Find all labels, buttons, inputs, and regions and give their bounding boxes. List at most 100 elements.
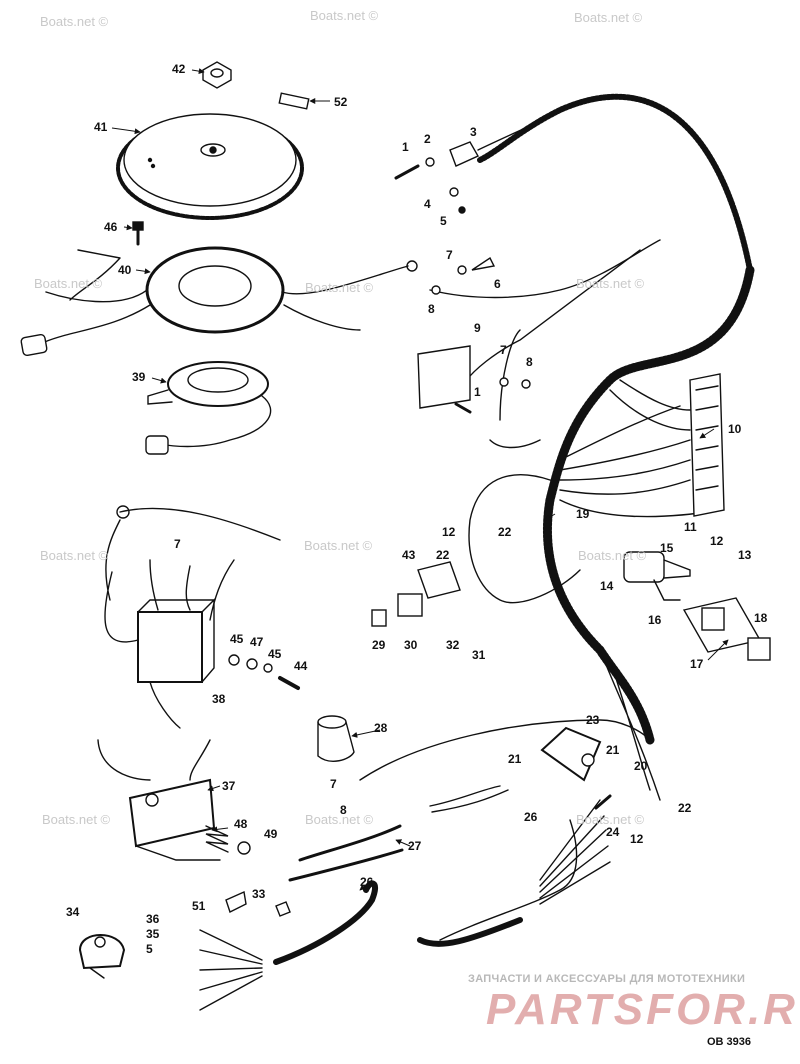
callout: 36 bbox=[146, 912, 160, 926]
callout: 44 bbox=[294, 659, 308, 673]
horn bbox=[78, 934, 126, 979]
callout: 34 bbox=[66, 905, 80, 919]
callout: 7 bbox=[446, 248, 453, 262]
switch bbox=[449, 141, 479, 167]
callout: 19 bbox=[576, 507, 590, 521]
callout: 38 bbox=[212, 692, 226, 706]
switch-box bbox=[97, 739, 221, 861]
callout: 22 bbox=[678, 801, 692, 815]
rectifier bbox=[417, 345, 471, 409]
callout: 27 bbox=[408, 839, 422, 853]
callout: 13 bbox=[738, 548, 752, 562]
timer-base bbox=[145, 361, 272, 455]
callout: 30 bbox=[404, 638, 418, 652]
watermark: Boats.net © bbox=[574, 10, 643, 25]
footer-logo: PARTSFOR.RU bbox=[486, 985, 800, 1034]
footer-tagline: ЗАПЧАСТИ И АКСЕССУАРЫ ДЛЯ МОТОТЕХНИКИ bbox=[468, 973, 746, 985]
watermark: Boats.net © bbox=[304, 538, 373, 553]
watermark: Boats.net © bbox=[305, 280, 374, 295]
watermark: Boats.net © bbox=[310, 8, 379, 23]
ignition-switch bbox=[623, 551, 691, 601]
main-harness bbox=[477, 93, 753, 273]
flywheel bbox=[116, 113, 304, 220]
power-pack bbox=[104, 505, 281, 729]
battery-cable bbox=[298, 824, 402, 862]
watermark: Boats.net © bbox=[578, 548, 647, 563]
callout: 12 bbox=[442, 525, 456, 539]
callout: 3 bbox=[470, 125, 477, 139]
callout: 1 bbox=[474, 385, 481, 399]
callout: 8 bbox=[428, 302, 435, 316]
callout: 29 bbox=[372, 638, 386, 652]
callout: 4 bbox=[424, 197, 431, 211]
bracket bbox=[417, 561, 461, 599]
callout: 6 bbox=[494, 277, 501, 291]
callout: 31 bbox=[472, 648, 486, 662]
terminal-block bbox=[689, 373, 725, 517]
callout: 22 bbox=[498, 525, 512, 539]
callout: 45 bbox=[230, 632, 244, 646]
callout: 7 bbox=[174, 537, 181, 551]
callout: 28 bbox=[374, 721, 388, 735]
callout: 35 bbox=[146, 927, 160, 941]
callout: 11 bbox=[684, 520, 697, 534]
stator-screw bbox=[132, 221, 144, 246]
callout: 51 bbox=[192, 899, 206, 913]
lower-harness bbox=[273, 880, 378, 965]
ignition-coil bbox=[317, 715, 651, 781]
diagram-code: OB 3936 bbox=[707, 1036, 752, 1048]
callout: 46 bbox=[104, 220, 118, 234]
callout: 39 bbox=[132, 370, 146, 384]
callout: 17 bbox=[690, 657, 704, 671]
flywheel-key bbox=[278, 92, 310, 110]
callout: 14 bbox=[600, 579, 614, 593]
callout: 12 bbox=[710, 534, 724, 548]
callout: 7 bbox=[330, 777, 337, 791]
watermark: Boats.net © bbox=[576, 812, 645, 827]
callout: 5 bbox=[440, 214, 447, 228]
callout: 32 bbox=[446, 638, 460, 652]
spring bbox=[205, 825, 229, 853]
callout: 43 bbox=[402, 548, 416, 562]
callout: 9 bbox=[474, 321, 481, 335]
callout: 1 bbox=[402, 140, 409, 154]
watermark: Boats.net © bbox=[305, 812, 374, 827]
watermark: Boats.net © bbox=[40, 548, 109, 563]
callout: 8 bbox=[526, 355, 533, 369]
callout: 2 bbox=[424, 132, 431, 146]
stator bbox=[20, 246, 418, 357]
callout: 26 bbox=[524, 810, 538, 824]
callout: 10 bbox=[728, 422, 742, 436]
callout: 33 bbox=[252, 887, 266, 901]
watermark: Boats.net © bbox=[40, 14, 109, 29]
callout: 37 bbox=[222, 779, 236, 793]
callout: 52 bbox=[334, 95, 348, 109]
watermark: Boats.net © bbox=[34, 276, 103, 291]
callout: 48 bbox=[234, 817, 248, 831]
callout: 26 bbox=[360, 875, 374, 889]
flywheel-nut bbox=[202, 61, 232, 89]
callout: 21 bbox=[508, 752, 522, 766]
callout: 42 bbox=[172, 62, 186, 76]
callout: 7 bbox=[500, 343, 507, 357]
callout: 21 bbox=[606, 743, 620, 757]
callout: 5 bbox=[146, 942, 153, 956]
callout: 8 bbox=[340, 803, 347, 817]
starter-solenoid bbox=[540, 726, 612, 810]
callout: 15 bbox=[660, 541, 674, 555]
callout: 47 bbox=[250, 635, 264, 649]
watermark: Boats.net © bbox=[42, 812, 111, 827]
callout: 20 bbox=[634, 759, 648, 773]
callout: 41 bbox=[94, 120, 108, 134]
callout: 18 bbox=[754, 611, 768, 625]
watermark: Boats.net © bbox=[576, 276, 645, 291]
callout: 22 bbox=[436, 548, 450, 562]
callout: 16 bbox=[648, 613, 662, 627]
callout: 12 bbox=[630, 832, 644, 846]
callout: 23 bbox=[586, 713, 600, 727]
callout: 24 bbox=[606, 825, 620, 839]
callout: 49 bbox=[264, 827, 278, 841]
callout: 45 bbox=[268, 647, 282, 661]
callout: 40 bbox=[118, 263, 132, 277]
